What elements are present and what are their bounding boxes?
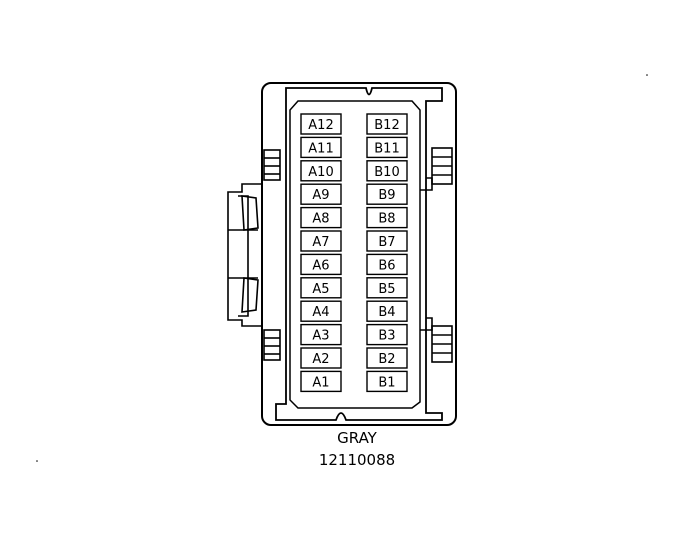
connector-housing [261,82,457,426]
pin-label: B9 [378,188,395,203]
pin-cavity: B11 [366,136,408,159]
pin-cavity: B12 [366,113,408,135]
pin-box [366,136,408,159]
pin-label: A7 [312,235,329,250]
pin-box [300,160,342,182]
pin-label: B12 [374,118,399,133]
pin-box [300,347,342,369]
pin-label: B7 [378,235,395,250]
pin-cavity: B3 [366,323,408,346]
pin-label: B4 [378,305,395,320]
pin-label: B11 [374,141,399,156]
pin-cavity: B7 [366,230,408,252]
pin-label: B10 [374,165,399,180]
connector-color-label: GRAY [337,429,378,447]
connector-part-number: 12110088 [319,451,395,469]
pin-cavity: B4 [366,300,408,322]
right-side-ribs [420,147,453,363]
pin-label: A3 [312,329,329,344]
pin-box [366,253,408,276]
pin-cavity: B8 [366,206,408,229]
pin-label: A8 [312,212,329,227]
pin-box [366,206,408,229]
pin-box [300,323,342,346]
pin-cavity: B2 [366,347,408,369]
pin-box [366,113,408,135]
pin-label: A9 [312,188,329,203]
pin-box [366,183,408,205]
pin-cavity: A12 [300,113,342,135]
pin-box [366,323,408,346]
speck [646,74,648,76]
pin-box [300,300,342,322]
pin-box [300,253,342,276]
pin-box [366,347,408,369]
pin-label: A6 [312,258,329,273]
pin-box [366,160,408,182]
pin-box [366,230,408,252]
pin-cavity: B6 [366,253,408,276]
pin-label: A11 [308,141,333,156]
pin-box [300,230,342,252]
pin-label: A5 [312,282,329,297]
pin-label: B6 [378,258,395,273]
pin-cavity: A9 [300,183,342,205]
pin-box [300,370,342,393]
pin-label: B5 [378,282,395,297]
pin-cavity: A3 [300,323,342,346]
pin-label: A10 [308,165,333,180]
pin-box [300,277,342,299]
pin-cavity: A7 [300,230,342,252]
pin-label: A4 [312,305,329,320]
pin-box [300,136,342,159]
pin-cavity: B5 [366,277,408,299]
pin-box [300,183,342,205]
pin-cavity: A6 [300,253,342,276]
pin-box [366,277,408,299]
left-locking-tab [227,149,281,361]
pin-cavity: B10 [366,160,408,182]
pin-label: A2 [312,352,329,367]
pin-cavity: A1 [300,370,342,393]
pin-cavity: A10 [300,160,342,182]
pin-cavity: A5 [300,277,342,299]
pin-cavity: A2 [300,347,342,369]
pin-label: A12 [308,118,333,133]
pin-box [366,300,408,322]
pin-cavity: B9 [366,183,408,205]
pin-box [300,113,342,135]
pin-box [366,370,408,393]
pin-cavity: A11 [300,136,342,159]
pin-label: B1 [378,375,395,390]
pin-box [300,206,342,229]
pin-cavity: A8 [300,206,342,229]
pin-cavity: A4 [300,300,342,322]
pin-label: B3 [378,329,395,344]
pin-label: B2 [378,352,395,367]
pin-label: A1 [312,375,329,390]
pin-cavity: B1 [366,370,408,393]
pin-label: B8 [378,212,395,227]
speck [36,460,38,462]
